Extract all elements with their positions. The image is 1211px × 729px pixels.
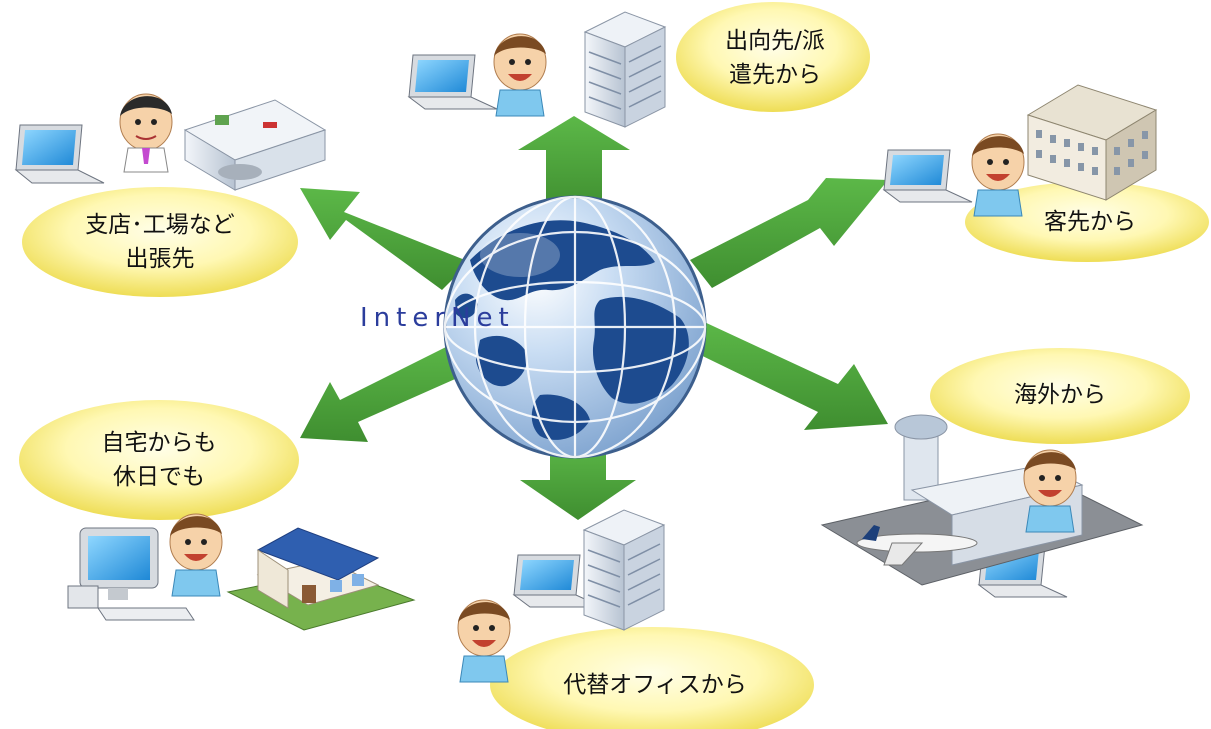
- arrow-upper-right: [690, 178, 888, 288]
- laptop-icon-office: [512, 554, 603, 608]
- bubble-branch: [22, 187, 298, 297]
- arrow-lower-left: [300, 340, 480, 442]
- bubbles: [19, 2, 1209, 729]
- bubble-overseas: [930, 348, 1190, 444]
- arrows: [300, 116, 888, 520]
- arrow-up: [518, 116, 630, 212]
- label-overseas: 海外から: [1014, 382, 1106, 408]
- laptop-icon-client: [882, 149, 973, 203]
- laptop-icon-secondment: [407, 54, 498, 110]
- office-tower-icon-office: [582, 509, 666, 631]
- person-icon-branch: [119, 93, 173, 173]
- arrow-upper-left: [300, 188, 470, 290]
- hospital-building-icon: [183, 99, 327, 191]
- internet-label: InterNet: [360, 303, 515, 333]
- person-icon-office: [457, 599, 511, 683]
- label-secondment: 出向先/派 遣先から: [725, 28, 825, 88]
- bubble-client: [965, 182, 1209, 262]
- label-office: 代替オフィスから: [563, 672, 747, 698]
- apartment-building-icon-client: [1026, 84, 1158, 201]
- label-client: 客先から: [1044, 209, 1136, 235]
- person-icon-secondment: [493, 33, 547, 117]
- bubble-office: [490, 627, 814, 729]
- desktop-pc-icon: [67, 527, 195, 621]
- airplane-icon: [856, 525, 978, 566]
- bubble-secondment: [676, 2, 870, 112]
- globe: [443, 195, 707, 459]
- person-icon-client: [971, 133, 1025, 217]
- person-icon-overseas: [1023, 449, 1077, 533]
- office-tower-icon-secondment: [583, 11, 667, 128]
- person-icon-home: [169, 513, 223, 597]
- arrow-down: [520, 440, 636, 520]
- arrow-lower-right: [686, 320, 888, 430]
- label-home: 自宅からも 休日でも: [101, 430, 217, 490]
- label-branch: 支店･工場など 出張先: [85, 212, 235, 272]
- bubble-home: [19, 400, 299, 520]
- house-icon: [226, 527, 416, 631]
- laptop-icon-branch: [14, 124, 105, 184]
